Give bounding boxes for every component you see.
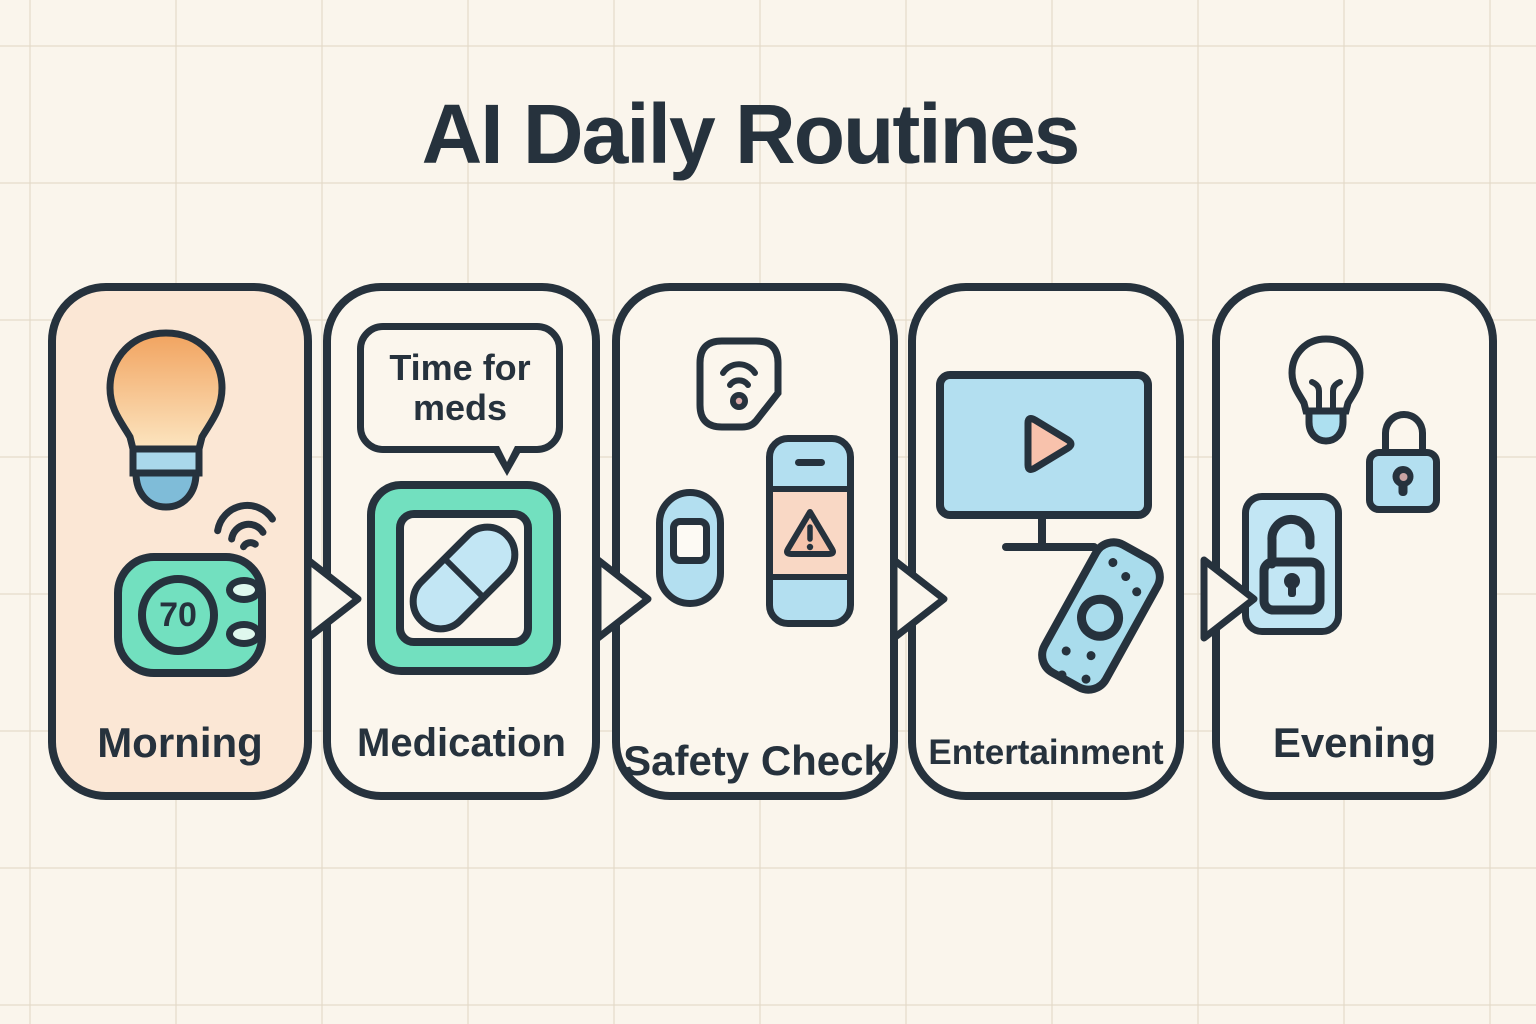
tv-stand-base bbox=[1002, 543, 1098, 551]
card-medication: Time for meds Medication bbox=[323, 283, 600, 800]
remote-button-dot bbox=[1106, 556, 1120, 569]
flow-arrow-icon bbox=[1200, 556, 1258, 642]
reminder-speech-bubble: Time for meds bbox=[357, 323, 563, 476]
thermostat-button-icon bbox=[226, 621, 262, 647]
smart-bulb-on-icon bbox=[106, 329, 226, 511]
keyhole-dot bbox=[1399, 472, 1407, 481]
card-evening: Evening bbox=[1212, 283, 1497, 800]
door-sensor-icon bbox=[656, 489, 724, 607]
thermostat-dial: 70 bbox=[138, 575, 218, 655]
pill-box-icon bbox=[367, 481, 561, 675]
thermostat-value: 70 bbox=[159, 595, 197, 634]
smart-tv-icon bbox=[936, 371, 1152, 519]
phone-screen bbox=[773, 486, 847, 580]
unlocked-panel-icon bbox=[1242, 493, 1342, 635]
door-sensor-window bbox=[670, 518, 710, 564]
padlock-shackle bbox=[1382, 411, 1426, 459]
warning-triangle-icon bbox=[784, 509, 836, 557]
card-label-evening: Evening bbox=[1272, 718, 1437, 766]
flow-arrow-icon bbox=[890, 556, 948, 642]
capsule-divider bbox=[444, 558, 484, 598]
pill-box-window bbox=[396, 510, 532, 646]
thermostat-button-icon bbox=[226, 577, 262, 603]
remote-button-dot bbox=[1060, 644, 1073, 658]
flow-arrow-icon bbox=[594, 556, 652, 642]
remote-button-dot bbox=[1079, 673, 1093, 686]
remote-ring-button bbox=[1068, 586, 1132, 650]
bubble-text: Time for meds bbox=[389, 347, 531, 428]
capsule-icon bbox=[396, 510, 532, 646]
flow-arrow-icon bbox=[304, 556, 362, 642]
thermostat-icon: 70 bbox=[114, 553, 266, 677]
card-morning: 70 Morning bbox=[48, 283, 312, 800]
bulb-off-icon bbox=[1288, 335, 1364, 445]
remote-button-dot bbox=[1119, 570, 1132, 583]
play-button-icon bbox=[1024, 415, 1075, 473]
keyhole-tail bbox=[1398, 482, 1408, 496]
remote-button-dot bbox=[1084, 649, 1098, 662]
card-label-morning: Morning bbox=[97, 718, 263, 766]
keyhole-icon bbox=[1392, 466, 1414, 487]
card-entertainment: Entertainment bbox=[908, 283, 1184, 800]
remote-button-dot bbox=[1055, 668, 1069, 682]
card-safety-check: Safety Check bbox=[612, 283, 898, 800]
unlocked-padlock-icon bbox=[1259, 514, 1325, 615]
card-label-entertainment: Entertainment bbox=[928, 732, 1164, 772]
remote-control-icon bbox=[1029, 529, 1173, 703]
card-label-medication: Medication bbox=[357, 721, 566, 766]
locked-padlock-icon bbox=[1366, 449, 1440, 513]
smart-sensor-icon bbox=[696, 337, 782, 431]
wifi-signal-icon bbox=[214, 501, 276, 551]
tv-stand-neck bbox=[1038, 519, 1046, 545]
alert-phone-icon bbox=[766, 435, 854, 627]
card-label-safety-check: Safety Check bbox=[623, 736, 887, 784]
phone-speaker-icon bbox=[795, 459, 825, 466]
page-title: AI Daily Routines bbox=[421, 87, 1081, 181]
remote-button-dot bbox=[1130, 585, 1143, 598]
